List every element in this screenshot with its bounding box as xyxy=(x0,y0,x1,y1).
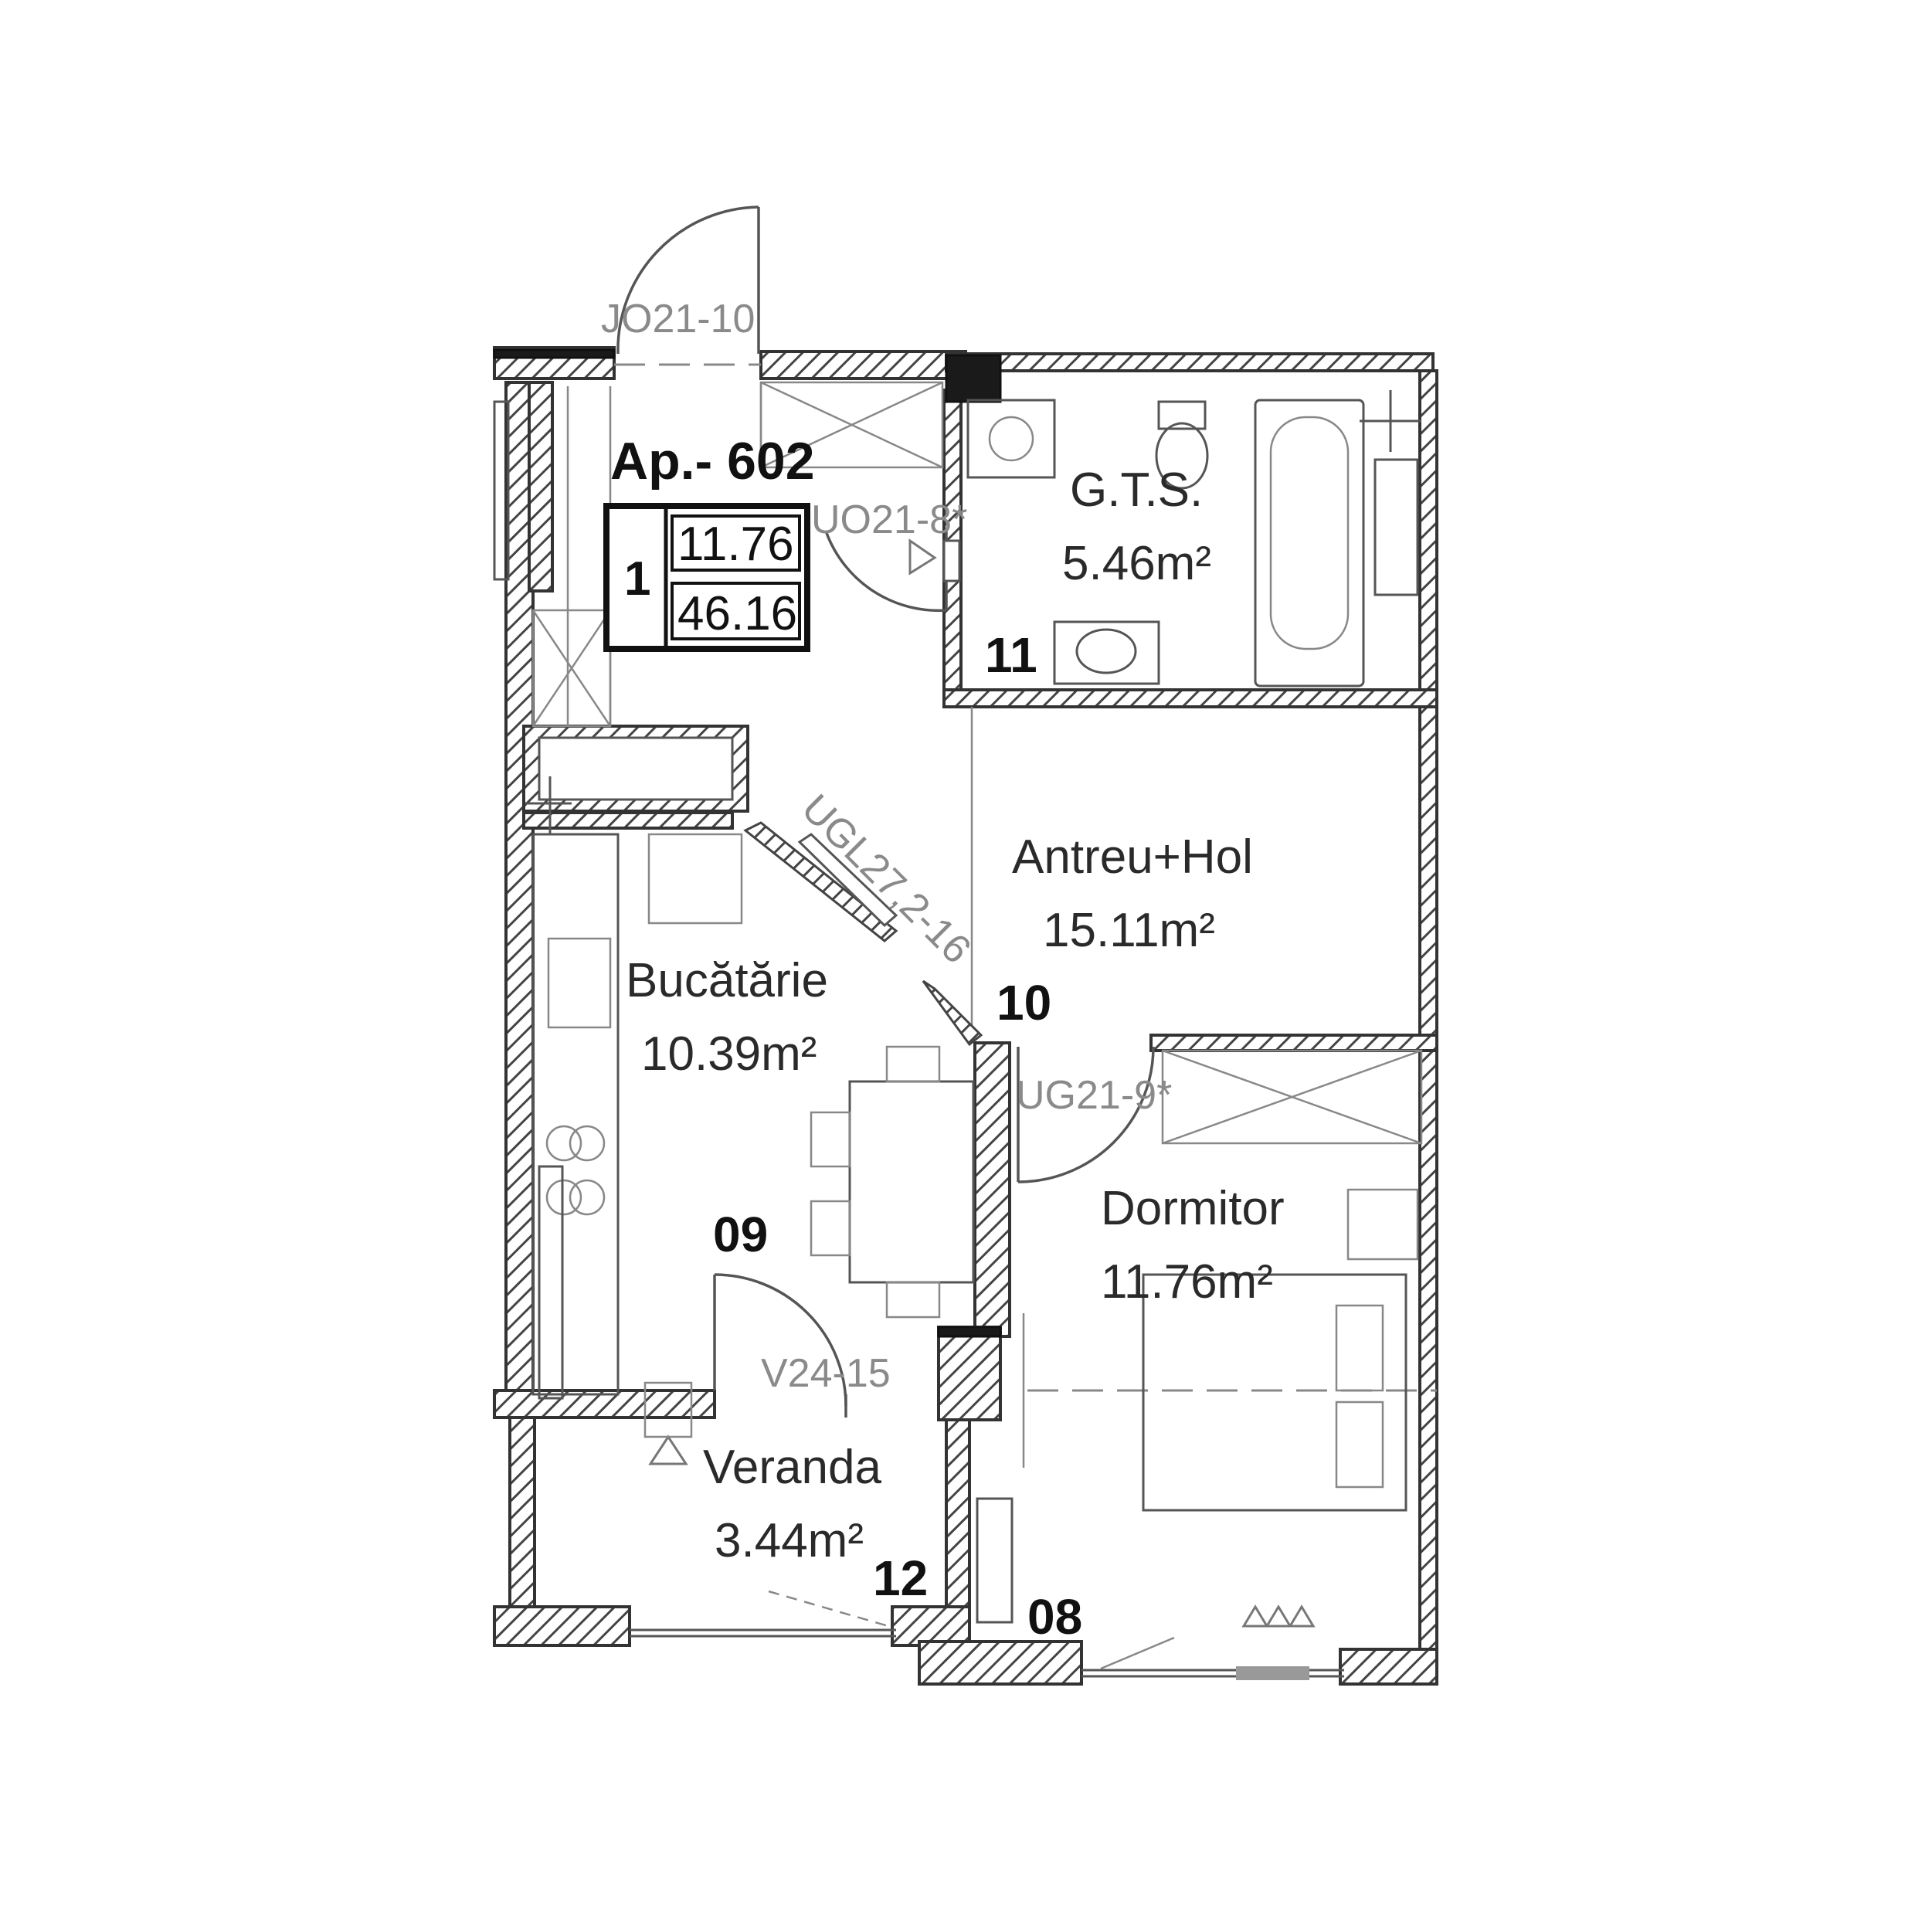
door-tag-entrance: JO21-10 xyxy=(601,297,755,341)
summary-total-area: 46.16 xyxy=(677,587,797,640)
room-number-10: 10 xyxy=(997,975,1051,1031)
room-veranda-area: 3.44m² xyxy=(715,1514,864,1567)
room-kitchen-name: Bucătărie xyxy=(626,954,828,1007)
room-kitchen-area: 10.39m² xyxy=(641,1027,817,1081)
door-tag-veranda: V24-15 xyxy=(761,1351,891,1396)
door-tag-bedroom: UG21-9* xyxy=(1016,1073,1172,1118)
room-number-12: 12 xyxy=(873,1550,928,1606)
room-bedroom-area: 11.76m² xyxy=(1101,1255,1273,1309)
door-tag-bathroom: UO21-8* xyxy=(811,497,967,542)
apartment-summary-box: 1 11.76 46.16 xyxy=(603,503,810,652)
room-gts-name: G.T.S. xyxy=(1070,463,1203,517)
room-gts-area: 5.46m² xyxy=(1062,537,1211,590)
fixtures xyxy=(525,390,1423,1628)
room-number-08: 08 xyxy=(1027,1589,1082,1645)
summary-rooms: 1 xyxy=(624,552,650,606)
room-number-09: 09 xyxy=(713,1207,768,1262)
apartment-title: Ap.- 602 xyxy=(610,432,815,491)
summary-bedroom-area: 11.76 xyxy=(677,518,794,571)
room-hall-name: Antreu+Hol xyxy=(1012,830,1253,884)
walls xyxy=(493,346,1438,1686)
room-veranda-name: Veranda xyxy=(703,1441,882,1494)
room-bedroom-name: Dormitor xyxy=(1101,1182,1285,1235)
doors xyxy=(616,205,1155,1418)
room-number-11: 11 xyxy=(985,627,1037,683)
room-hall-area: 15.11m² xyxy=(1043,904,1215,957)
